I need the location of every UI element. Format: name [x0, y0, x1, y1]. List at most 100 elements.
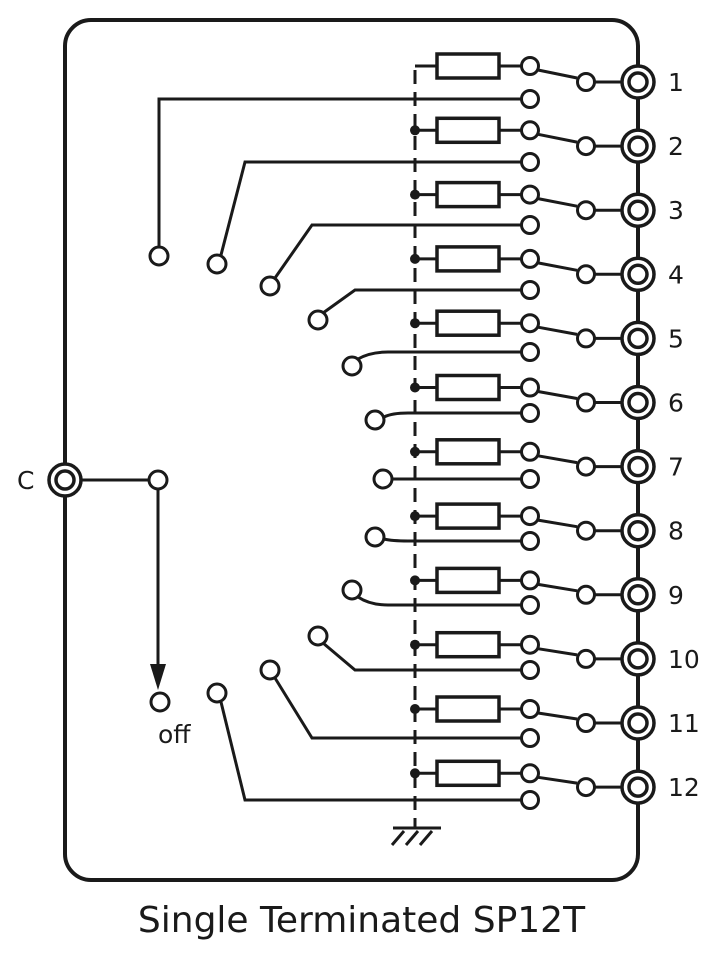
throw-wire-6 — [383, 411, 522, 419]
throw-contact-5 — [341, 355, 363, 377]
port-inner-7 — [627, 455, 649, 478]
port-number-label-2: 2 — [668, 132, 684, 161]
bus-junction-5 — [410, 318, 420, 329]
throw-wire-10 — [322, 641, 522, 672]
throw-wire-11 — [273, 677, 522, 740]
termination-contact-1 — [520, 56, 540, 76]
port-switch-contact-2 — [576, 136, 596, 157]
throw-wire-1 — [157, 97, 522, 247]
port-inner-4 — [627, 263, 649, 286]
termination-resistors — [410, 52, 540, 788]
termination-contact-2 — [520, 120, 540, 141]
ground-hatch — [418, 830, 434, 846]
termination-resistor-12 — [435, 759, 501, 788]
throw-terminal-10 — [520, 660, 540, 680]
bus-junction-6 — [410, 382, 420, 393]
port-switch-contact-5 — [576, 328, 596, 349]
port-inner-3 — [627, 199, 649, 221]
bus-junction-3 — [410, 189, 420, 200]
termination-contact-5 — [520, 313, 540, 334]
bus-junction-11 — [410, 704, 420, 714]
port-switch-arm-9 — [537, 582, 578, 593]
throw-terminal-2 — [520, 152, 540, 172]
throw-wire-3 — [273, 223, 522, 279]
throw-terminal-7 — [520, 469, 540, 489]
port-inner-6 — [627, 391, 649, 414]
port-switch-arm-2 — [537, 132, 578, 144]
switch-arm-arrowhead — [150, 664, 166, 690]
bus-junction-4 — [410, 253, 420, 264]
termination-contact-9 — [520, 570, 540, 591]
port-switch-arm-5 — [537, 325, 578, 336]
port-number-label-7: 7 — [668, 453, 684, 482]
termination-contact-10 — [520, 634, 540, 655]
port-switch-contact-3 — [576, 200, 596, 221]
throws — [148, 89, 540, 810]
port-switch-arm-7 — [537, 454, 578, 465]
termination-contact-6 — [520, 377, 540, 398]
throw-contact-8 — [364, 526, 386, 548]
port-switch-contact-4 — [576, 264, 596, 285]
throw-terminal-6 — [520, 403, 540, 423]
termination-resistor-11 — [435, 695, 501, 723]
bus-junction-9 — [410, 575, 420, 586]
bus-junction-2 — [410, 125, 420, 136]
throw-wire-8 — [383, 537, 522, 543]
throw-contact-1 — [148, 245, 170, 267]
termination-resistor-1 — [435, 52, 501, 80]
port-switch-arm-6 — [537, 390, 578, 400]
port-switch-arm-10 — [537, 647, 578, 657]
port-number-label-8: 8 — [668, 517, 684, 546]
termination-contact-7 — [520, 441, 540, 462]
common-port-label: C — [17, 466, 34, 495]
port-inner-12 — [627, 776, 649, 798]
port-switch-contact-7 — [576, 456, 596, 477]
port-number-label-11: 11 — [668, 709, 700, 738]
port-number-label-3: 3 — [668, 196, 684, 225]
port-inner-1 — [627, 71, 649, 93]
termination-contact-12 — [520, 763, 540, 784]
throw-terminal-12 — [520, 790, 540, 810]
termination-contact-4 — [520, 248, 540, 269]
throw-terminal-4 — [520, 280, 540, 300]
switch-enclosure — [63, 18, 640, 882]
throw-contact-3 — [259, 275, 281, 297]
throw-terminal-5 — [520, 342, 540, 362]
throw-contact-4 — [307, 309, 329, 331]
termination-resistor-9 — [435, 566, 501, 595]
termination-resistor-4 — [435, 245, 501, 273]
throw-contact-6 — [364, 409, 386, 431]
static-wiring — [47, 64, 441, 846]
port-switch-contact-10 — [576, 648, 596, 669]
termination-contact-8 — [520, 506, 540, 527]
bus-junction-7 — [410, 446, 420, 457]
throw-terminal-9 — [520, 595, 540, 615]
termination-resistor-3 — [435, 180, 501, 209]
port-switch-contact-12 — [576, 777, 596, 798]
common-contact — [147, 469, 169, 491]
port-inner-8 — [627, 519, 649, 542]
throw-contact-10 — [307, 625, 329, 647]
port-number-label-1: 1 — [668, 68, 684, 97]
diagram-caption: Single Terminated SP12T — [137, 900, 586, 941]
port-inner-2 — [627, 135, 649, 157]
port-switch-arm-8 — [537, 518, 578, 529]
common-port-inner — [54, 469, 76, 491]
port-number-label-9: 9 — [668, 581, 684, 610]
throw-terminal-11 — [520, 728, 540, 748]
throw-contact-9 — [341, 579, 363, 601]
port-switch-arm-12 — [537, 775, 578, 785]
ground-hatch — [404, 830, 420, 846]
port-number-label-10: 10 — [668, 645, 700, 674]
throw-contact-7 — [372, 468, 394, 490]
bus-junction-12 — [410, 768, 420, 779]
port-number-label-5: 5 — [668, 324, 684, 353]
throw-wire-2 — [219, 160, 522, 256]
throw-wire-4 — [322, 288, 522, 315]
port-inner-11 — [627, 712, 649, 734]
throw-contact-2 — [206, 253, 228, 275]
throw-wire-9 — [357, 595, 522, 607]
off-contact — [149, 691, 171, 713]
throw-terminal-1 — [520, 89, 540, 109]
